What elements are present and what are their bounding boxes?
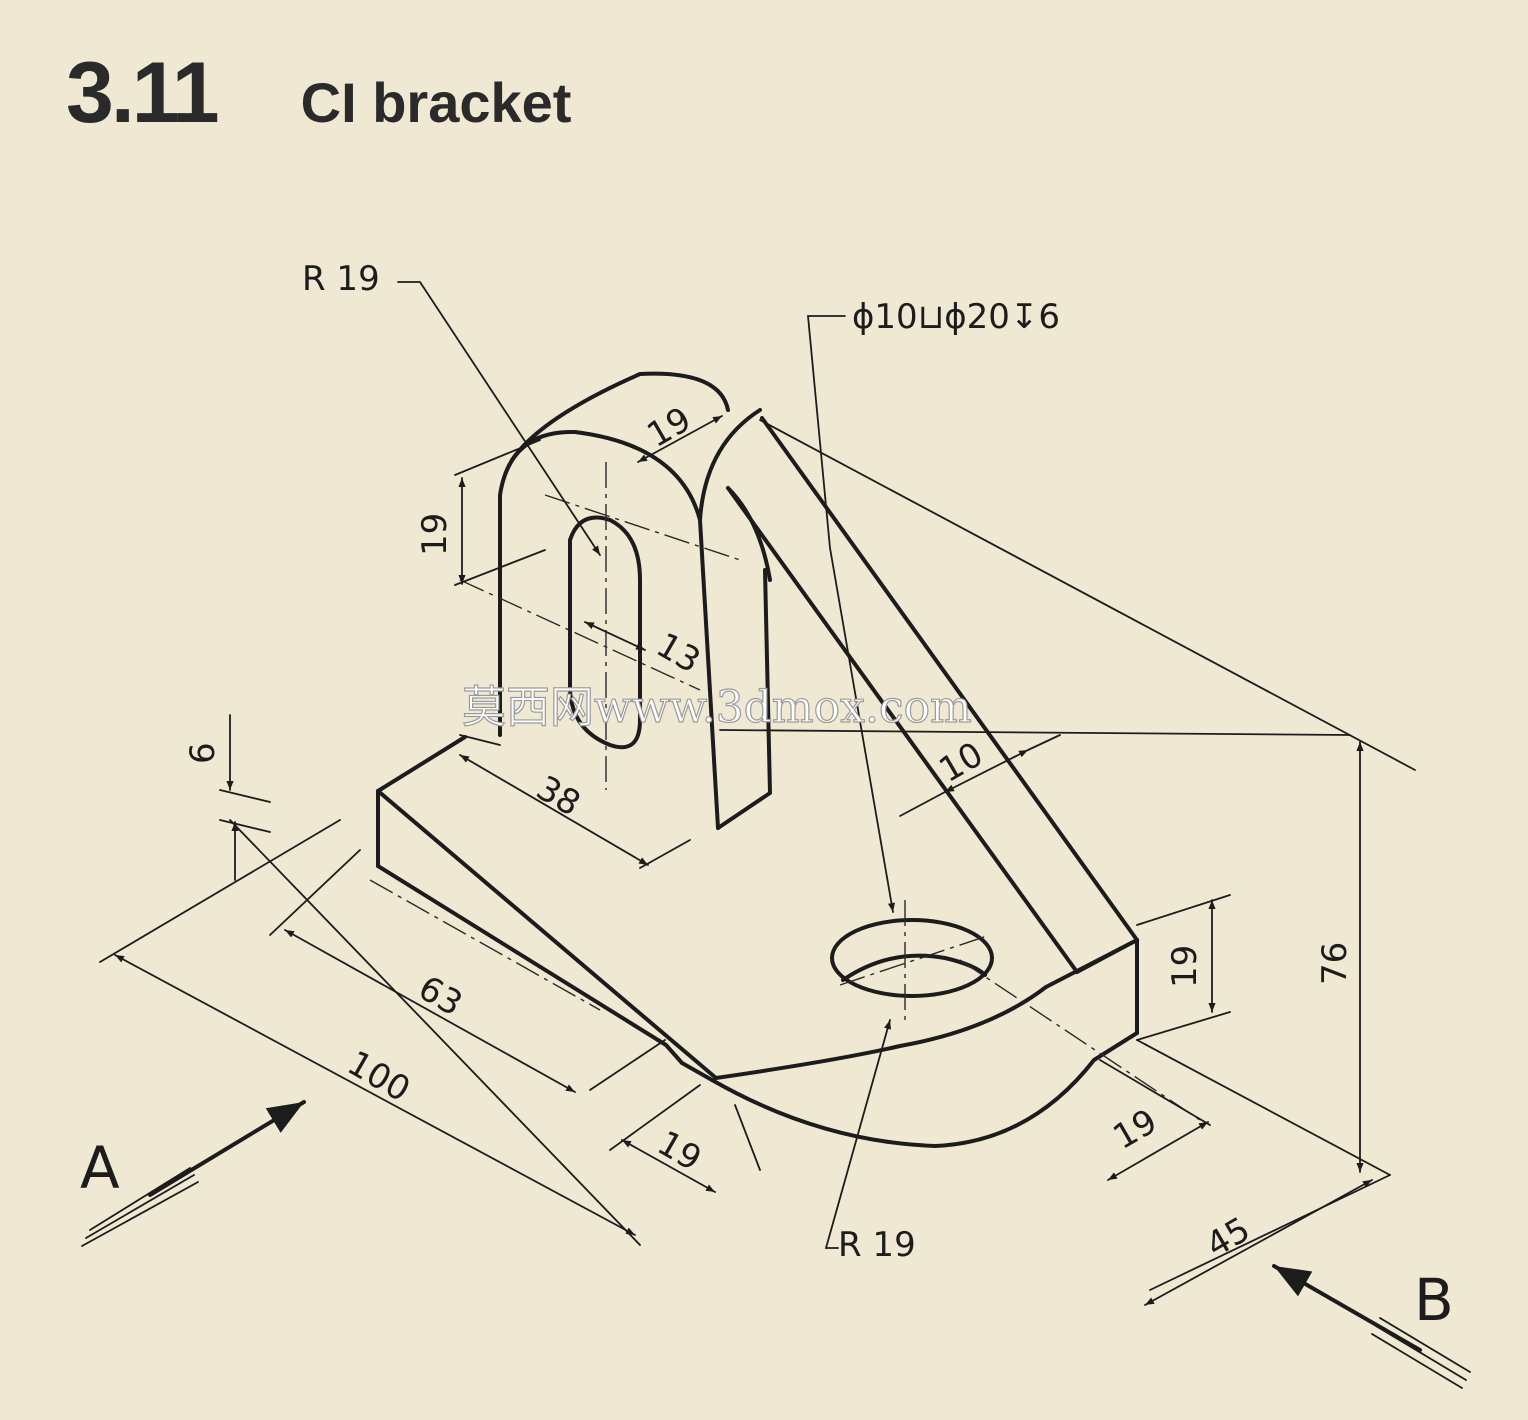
counterbore-outer bbox=[830, 918, 994, 998]
dim-slot-width: 13 bbox=[650, 625, 707, 681]
base-top-right-edge bbox=[1075, 938, 1139, 974]
dim-100: 100 bbox=[341, 1043, 417, 1110]
dim-r19-top: R 19 bbox=[302, 259, 380, 299]
extension-lines bbox=[99, 419, 1416, 1291]
dim-19-right: 19 bbox=[1107, 1102, 1164, 1158]
watermark-text: 莫西网www.3dmox.com bbox=[462, 682, 972, 733]
dim-counterbore: ϕ10⊔ϕ20↧6 bbox=[852, 297, 1060, 337]
upright-front-face bbox=[498, 429, 720, 830]
rib-inner-edge bbox=[726, 486, 772, 582]
slot bbox=[568, 515, 642, 750]
base-left-face-top bbox=[376, 789, 718, 1080]
rib-slope-back bbox=[760, 416, 1139, 942]
upright-shoulder bbox=[698, 408, 762, 522]
centre-lines bbox=[369, 462, 1201, 1121]
upright-arc-back bbox=[510, 371, 730, 462]
dim-upright: 38 bbox=[530, 768, 587, 824]
rib-slope-front bbox=[726, 486, 1079, 974]
view-label-b: B bbox=[1414, 1266, 1454, 1334]
bracket-outline bbox=[376, 371, 1139, 1148]
view-label-a: A bbox=[80, 1134, 120, 1202]
base-rounded-top bbox=[714, 938, 1139, 1080]
dim-slot-length: 19 bbox=[415, 513, 455, 556]
view-direction-a: A bbox=[80, 1100, 306, 1247]
dim-45: 45 bbox=[1200, 1210, 1257, 1266]
base-rounded-bottom bbox=[710, 1031, 1139, 1148]
dim-width-top: 19 bbox=[641, 400, 698, 456]
upright-side-edge bbox=[716, 568, 772, 830]
dim-19-height: 19 bbox=[1165, 945, 1205, 988]
counterbore-inner bbox=[841, 953, 987, 982]
dim-76: 76 bbox=[1315, 942, 1355, 985]
base-top-back-edge bbox=[376, 735, 467, 793]
section-heading: 3.11 CI bracket bbox=[66, 44, 571, 143]
section-number: 3.11 bbox=[66, 45, 220, 141]
dim-19-left: 19 bbox=[651, 1123, 708, 1179]
dim-base-thickness: 6 bbox=[183, 742, 223, 764]
section-title: CI bracket bbox=[300, 71, 572, 134]
view-direction-b: B bbox=[1272, 1264, 1471, 1389]
dim-r19-bottom: R 19 bbox=[838, 1225, 916, 1265]
dimension-lines bbox=[114, 281, 1373, 1306]
